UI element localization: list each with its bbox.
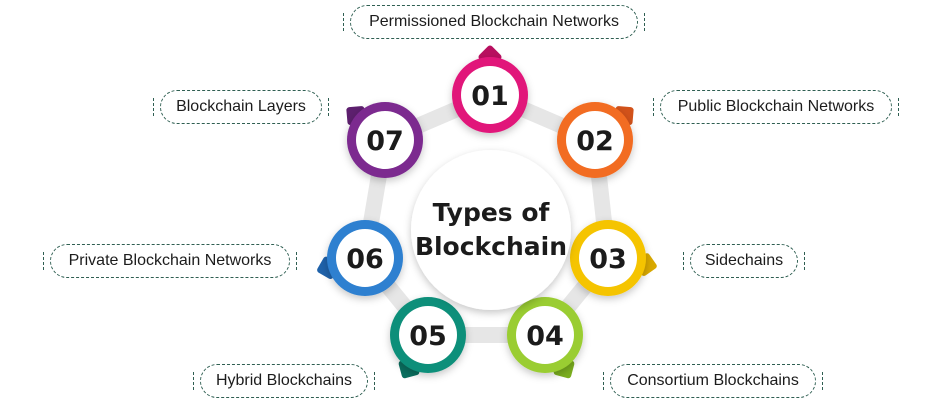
label-permissioned-blockchain-networks: Permissioned Blockchain Networks (343, 5, 645, 39)
center-title-line-1: Types of (432, 198, 550, 227)
node-04-number: 04 (526, 321, 564, 352)
node-01-permissioned: 01 (452, 45, 528, 133)
label-blockchain-layers: Blockchain Layers (153, 90, 329, 124)
center-hub (411, 150, 571, 310)
node-07-number: 07 (366, 126, 404, 157)
node-03-sidechains: 03 (570, 220, 657, 296)
node-06-inner (336, 229, 394, 287)
node-05-hybrid: 05 (390, 297, 466, 379)
node-01-number: 01 (471, 81, 509, 112)
node-05-inner (399, 306, 457, 364)
node-03-inner (579, 229, 637, 287)
node-02-public: 02 (557, 102, 634, 178)
center-title: Types of Blockchain (411, 150, 571, 310)
label-hybrid-blockchains: Hybrid Blockchains (193, 364, 375, 398)
label-consortium-blockchains: Consortium Blockchains (603, 364, 823, 398)
node-02-inner (566, 111, 624, 169)
node-02-number: 02 (576, 126, 614, 157)
node-01-inner (461, 66, 519, 124)
node-03-number: 03 (589, 244, 627, 275)
node-04-inner (516, 306, 574, 364)
label-private-blockchain-networks: Private Blockchain Networks (43, 244, 297, 278)
node-06-private: 06 (317, 220, 403, 296)
node-07-layers: 07 (346, 102, 423, 178)
label-public-blockchain-networks: Public Blockchain Networks (653, 90, 899, 124)
label-sidechains: Sidechains (683, 244, 805, 278)
node-07-inner (356, 111, 414, 169)
center-title-line-2: Blockchain (414, 232, 568, 261)
node-06-number: 06 (346, 244, 384, 275)
node-05-number: 05 (409, 321, 447, 352)
node-04-consortium: 04 (507, 297, 583, 379)
